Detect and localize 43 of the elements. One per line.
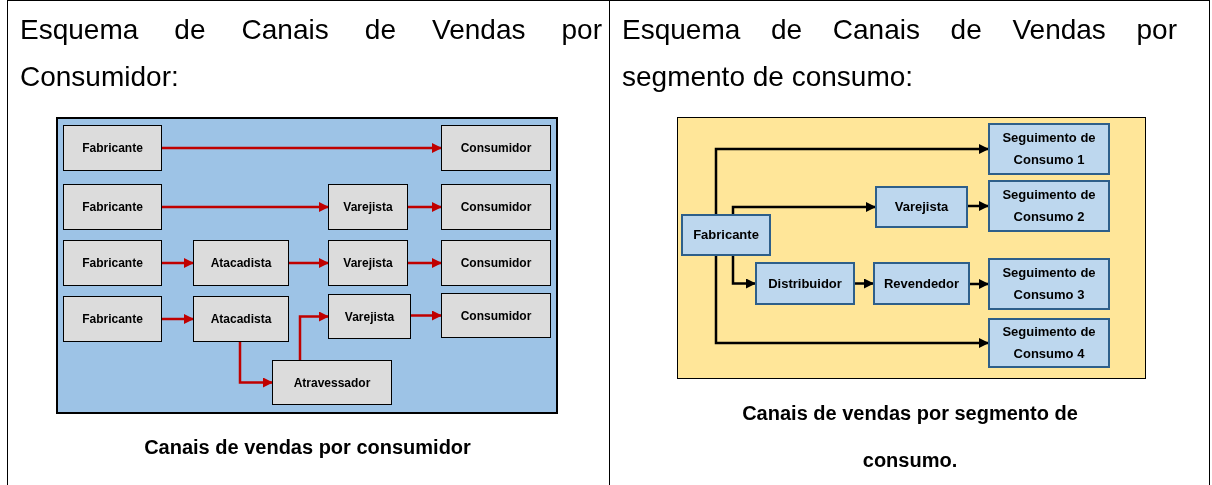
process-box: Revendedor [873,262,970,305]
process-box: Varejista [328,240,408,286]
process-box: Varejista [328,184,408,230]
process-box: Fabricante [63,125,162,171]
process-box: Consumidor [441,293,551,338]
arrow [714,144,989,214]
arrow [731,256,756,289]
process-box: Seguimento de Consumo 3 [988,258,1110,310]
arrow [238,342,273,388]
heading: Esquema de Canais de Vendas por Consumidor: [20,13,602,94]
process-box: Consumidor [441,240,551,286]
arrow [162,314,194,324]
process-box: Fabricante [63,296,162,342]
arrow [411,310,442,321]
process-box: Atacadista [193,296,289,342]
caption: Canais de vendas por segmento de consumo. [741,401,1079,473]
arrow [289,258,329,268]
process-box: Seguimento de Consumo 2 [988,180,1110,232]
arrow [714,256,989,348]
arrow [162,258,194,268]
process-box: Fabricante [63,240,162,286]
process-box: Varejista [328,294,411,339]
heading: Esquema de Canais de Vendas por segmento de consumo: [622,13,1177,94]
process-box: Atacadista [193,240,289,286]
process-box: Consumidor [441,184,551,230]
process-box: Consumidor [441,125,551,171]
arrow [968,201,989,211]
arrow [408,202,442,212]
process-box: Fabricante [681,214,771,256]
process-box: Distribuidor [755,262,855,305]
process-box: Atravessador [272,360,392,405]
arrow [731,202,876,214]
arrow [970,279,989,289]
arrow [855,278,874,289]
arrow [408,258,442,268]
arrow [162,143,442,153]
process-box: Seguimento de Consumo 1 [988,123,1110,175]
arrow [162,202,329,212]
process-box: Fabricante [63,184,162,230]
process-box: Seguimento de Consumo 4 [988,318,1110,368]
arrow [298,311,329,360]
process-box: Varejista [875,186,968,228]
caption: Canais de vendas por consumidor [143,435,472,460]
